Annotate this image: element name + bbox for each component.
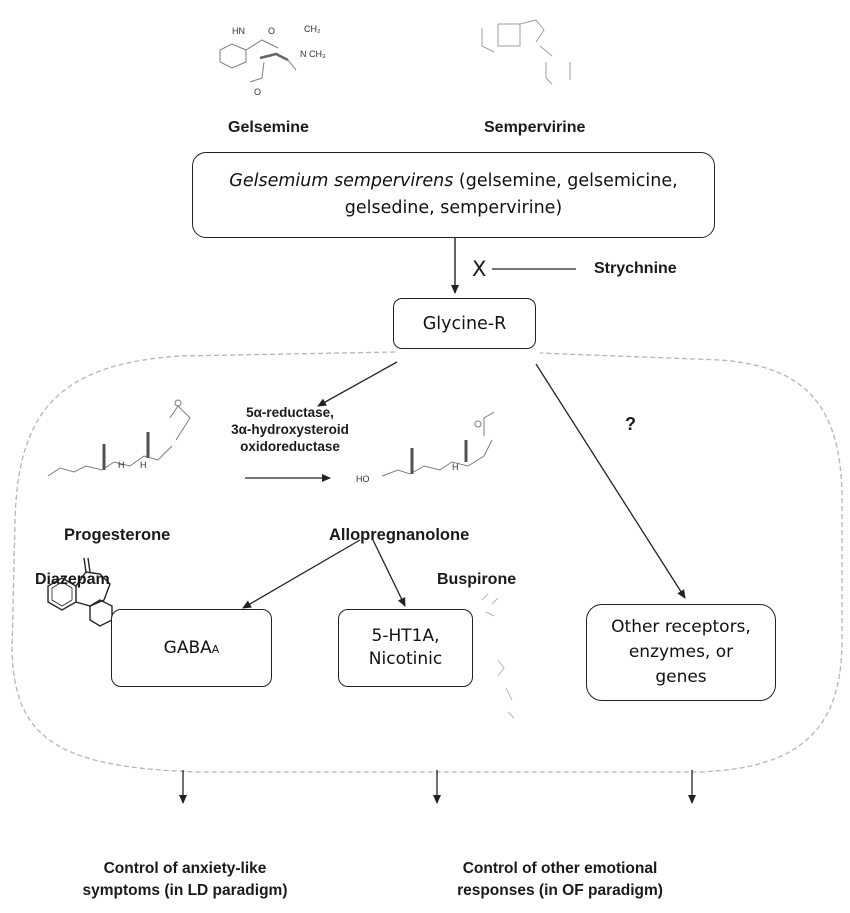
enzyme-line1: 5α-reductase, [246, 405, 334, 420]
allopregnanolone-label: Allopregnanolone [329, 526, 470, 544]
diazepam-label: Diazepam [35, 571, 110, 588]
arrow-allo-to-5ht1a [372, 539, 406, 607]
diazepam-structure [47, 557, 113, 627]
enzymes-label: 5α-reductase, 3α-hydroxysteroid oxidored… [205, 404, 375, 455]
source-box-line1: Gelsemium sempervirens (gelsemine, gelse… [229, 168, 677, 195]
enzyme-line3: oxidoreductase [240, 439, 340, 454]
other-targets-line2: enzymes, or [628, 642, 734, 662]
allopregnanolone-structure [381, 411, 495, 477]
progesterone-structure [47, 399, 191, 477]
progesterone-h2-text: H [140, 460, 147, 470]
nicotinic-label: Nicotinic [368, 649, 443, 669]
anxiety-outcome-line2: symptoms (in LD paradigm) [82, 882, 288, 899]
gaba-a-label: GABAA [164, 638, 220, 658]
gelsemine-ch2-text: CH₂ [304, 24, 321, 34]
progesterone-h1-text: H [118, 460, 125, 470]
progesterone-label: Progesterone [64, 526, 171, 544]
glycine-receptor-label: Glycine-R [422, 313, 507, 334]
other-targets-line3: genes [655, 667, 707, 687]
gelsemine-hn-text: HN [232, 26, 245, 36]
emotional-outcome-line1: Control of other emotional [462, 860, 658, 877]
arrow-receptor-to-progesterone [317, 361, 398, 407]
enzyme-line2: 3α-hydroxysteroid [231, 422, 349, 437]
cell-membrane-outline [11, 351, 843, 773]
gelsemine-structure [219, 39, 297, 83]
gelsemine-o2-text: O [254, 87, 261, 97]
other-targets-line1: Other receptors, [611, 617, 751, 637]
gaba-main-text: GABA [163, 638, 212, 658]
gelsemium-species-name: Gelsemium sempervirens [229, 171, 454, 191]
serotonin-nicotinic-box: 5-HT1A, Nicotinic [338, 609, 473, 687]
serotonin-label: 5-HT1A, [371, 626, 440, 646]
sempervirine-label: Sempervirine [484, 119, 586, 136]
strychnine-label: Strychnine [594, 260, 677, 277]
arrow-receptor-to-other [535, 363, 686, 599]
gaba-subscript: A [211, 643, 220, 656]
gaba-a-box: GABAA [111, 609, 272, 687]
gelsemine-nch3-text: N CH₃ [300, 49, 326, 59]
source-compounds-part2: gelsedine, sempervirine) [344, 198, 563, 218]
gelsemine-label: Gelsemine [228, 119, 309, 136]
arrow-allo-to-gaba [242, 539, 361, 609]
buspirone-structure [481, 593, 515, 719]
unknown-pathway-mark: ? [625, 414, 636, 434]
source-compounds-part1: (gelsemine, gelsemicine, [453, 171, 678, 191]
emotional-outcome-line2: responses (in OF paradigm) [457, 882, 663, 899]
anxiety-outcome-line1: Control of anxiety-like [103, 860, 267, 877]
gelsemium-sempervirens-box: Gelsemium sempervirens (gelsemine, gelse… [192, 152, 715, 238]
buspirone-label: Buspirone [437, 571, 517, 588]
emotional-outcome-label: Control of other emotional responses (in… [430, 858, 690, 902]
other-targets-box: Other receptors, enzymes, or genes [586, 604, 776, 701]
allopregnanolone-ho-text: HO [356, 474, 370, 484]
sempervirine-structure [481, 19, 571, 85]
gelsemine-o-text: O [268, 26, 275, 36]
anxiety-outcome-label: Control of anxiety-like symptoms (in LD … [60, 858, 310, 902]
block-x-mark: X [472, 257, 487, 281]
glycine-receptor-box: Glycine-R [393, 298, 536, 349]
allopregnanolone-h-text: H [452, 462, 459, 472]
